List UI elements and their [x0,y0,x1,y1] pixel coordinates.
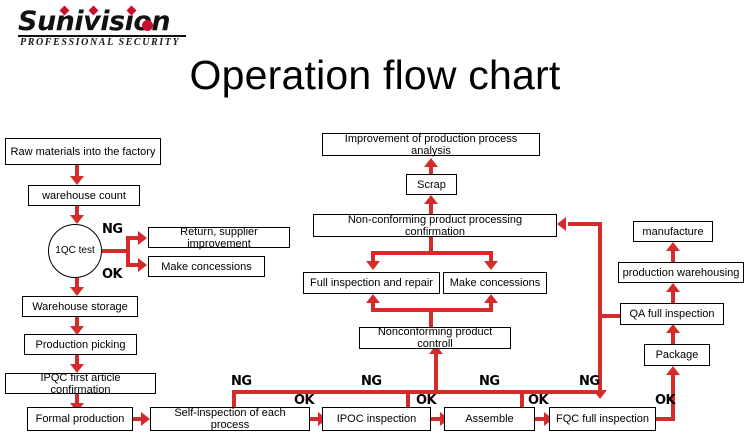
node-qa-full-inspection[interactable]: QA full inspection [620,303,724,325]
arrowhead-package-to-qa [666,324,680,333]
node-return-supplier[interactable]: Return, supplier improvement [148,226,290,250]
ng-bus-horizontal [232,390,604,394]
conn-control-riser [429,308,433,328]
conn-formal-to-self [133,417,144,421]
label-ng-self: NG [231,374,252,389]
label-ok-qc: OK [102,267,123,282]
conn-ipoc-to-assemble [431,417,443,421]
label-ok-assemble: OK [528,393,549,408]
arrowhead-fqc-ng-drop [593,390,607,399]
fqc-ok-riser [671,375,675,419]
node-make-concessions-left[interactable]: Make concessions [148,256,265,277]
conn-storage-to-picking [75,317,79,329]
node-ipqc-first-article[interactable]: IPQC first article confirmation [5,372,156,396]
node-ipoc-inspection[interactable]: IPOC inspection [322,407,431,431]
fqc-ng-to-nonconform [568,222,602,226]
node-manufacture[interactable]: manufacture [633,221,713,242]
conn-assemble-to-fqc [535,417,547,421]
conn-nonconform-to-scrap [429,203,433,215]
node-raw-materials[interactable]: Raw materials into the factory [5,138,161,165]
conn-qa-to-warehousing [671,291,675,303]
node-make-concessions-mid[interactable]: Make concessions [443,272,547,294]
label-ok-self: OK [294,393,315,408]
conn-self-to-ipoc [310,417,321,421]
ng-drop-ipoc [406,390,410,408]
label-ng-ipoc: NG [361,374,382,389]
node-nonconforming-confirmation[interactable]: Non-conforming product processing confir… [313,214,557,238]
conn-control-right-up [489,301,493,311]
arrowhead-to-nonconform [557,217,566,231]
arrowhead-qc-to-concession [138,258,147,272]
conn-qc-to-storage [75,278,79,290]
conn-package-to-qa [671,332,675,344]
label-ng-fqc: NG [579,374,600,389]
arrowhead-fork-right [484,261,498,270]
label-ng-qc: NG [102,222,123,237]
arrowhead-qa-to-warehousing [666,283,680,292]
node-self-inspection[interactable]: Self-inspection of each process [150,407,310,431]
arrowhead-fqc-ok-to-package [666,366,680,375]
conn-warehousing-to-manufacture [671,250,675,262]
label-ng-assemble: NG [479,374,500,389]
arrowhead-control-left-up [366,294,380,303]
conn-ipqc-to-formal [75,394,79,406]
arrowhead-fork-left [366,261,380,270]
conn-control-left-up [371,301,375,311]
arrowhead-control-right-up [484,294,498,303]
node-full-inspection-repair[interactable]: Full inspection and repair [303,272,440,294]
node-nonconforming-control[interactable]: Nonconforming product controll [359,326,511,350]
page-title: Operation flow chart [189,52,561,98]
conn-nonconform-down [429,237,433,253]
ng-drop-self [232,390,236,408]
conn-raw-to-count [75,165,79,179]
arrowhead-warehousing-to-manufacture [666,242,680,251]
arrowhead-storage-to-picking [70,326,84,335]
arrowhead-assemble-to-fqc [544,412,553,426]
fqc-ng-riser [598,226,602,392]
node-assemble[interactable]: Assemble [444,407,535,431]
arrowhead-qc-to-storage [70,287,84,296]
node-production-picking[interactable]: Production picking [24,334,137,355]
arrowhead-count-to-qc [70,215,84,224]
arrowhead-ng-to-control [429,345,443,354]
arrowhead-nonconform-to-scrap [424,195,438,204]
conn-nonconform-fork [371,251,493,255]
fqc-ok-horizontal [656,417,675,421]
node-warehouse-count[interactable]: warehouse count [28,185,140,206]
conn-picking-to-ipqc [75,355,79,367]
company-logo: Sunivision PROFESSIONAL SECURITY [18,5,188,48]
conn-count-to-qc [75,206,79,218]
ng-drop-assemble [520,390,524,408]
conn-qc-to-concession [126,263,140,267]
conn-control-fork [371,308,493,312]
arrowhead-qc-to-return [138,231,147,245]
node-improvement-analysis[interactable]: Improvement of production process analys… [322,133,540,157]
conn-fork-left-down [371,251,375,263]
node-warehouse-storage[interactable]: Warehouse storage [22,296,138,317]
logo-divider [18,35,186,37]
arrowhead-raw-to-count [70,176,84,185]
ng-riser-to-control [434,352,438,392]
arrowhead-formal-to-self [141,412,150,426]
logo-tagline: PROFESSIONAL SECURITY [20,37,181,48]
logo-red-o [142,20,153,31]
node-formal-production[interactable]: Formal production [27,407,133,431]
node-scrap[interactable]: Scrap [406,174,457,195]
label-ok-fqc: OK [655,393,676,408]
arrowhead-scrap-to-improvement [424,158,438,167]
conn-fork-right-down [489,251,493,263]
conn-qc-stem [102,249,130,253]
node-fqc-full-inspection[interactable]: FQC full inspection [549,407,656,431]
arrowhead-picking-to-ipqc [70,364,84,373]
node-package[interactable]: Package [644,344,710,366]
label-ok-ipoc: OK [416,393,437,408]
node-1qc-test[interactable]: 1QC test [48,224,102,278]
conn-scrap-to-improvement [429,166,433,178]
conn-qc-to-return [126,236,140,240]
node-production-warehousing[interactable]: production warehousing [618,262,744,283]
conn-qc-split-vert [126,238,130,266]
qa-ng-to-riser [598,314,620,318]
